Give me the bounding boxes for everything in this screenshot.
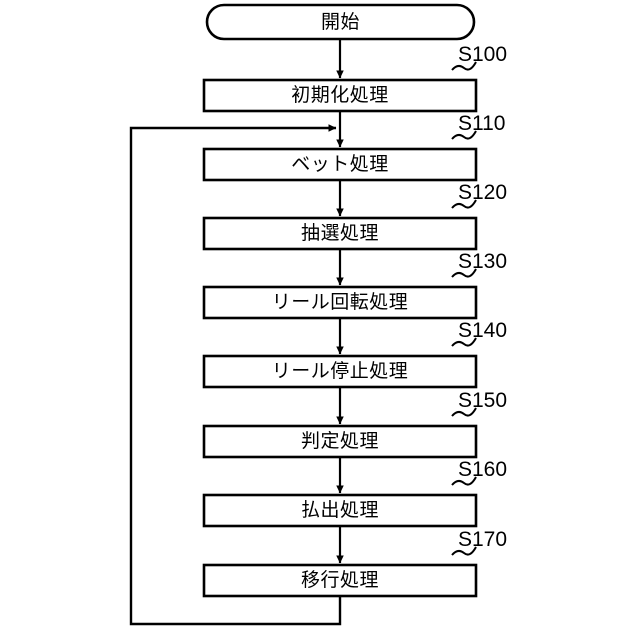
process-node-shape-4 (202, 354, 478, 389)
step-reference-S140: S140 (458, 319, 508, 342)
leader-line-S150 (451, 407, 477, 417)
leader-line-S100 (451, 61, 477, 71)
leader-line-S110 (451, 130, 477, 140)
step-reference-S100: S100 (458, 43, 508, 66)
leader-line-S160 (451, 476, 477, 486)
step-reference-S170: S170 (458, 528, 508, 551)
process-node-shape-3 (202, 285, 478, 320)
feedback-loop-path (129, 124, 342, 626)
step-reference-S160: S160 (458, 458, 508, 481)
process-node-shape-1 (202, 147, 478, 182)
step-reference-S120: S120 (458, 181, 508, 204)
leader-line-S140 (451, 337, 477, 347)
process-node-shape-2 (202, 216, 478, 251)
leader-line-S170 (451, 546, 477, 556)
process-node-shape-6 (202, 493, 478, 528)
process-node-shape-0 (202, 78, 478, 113)
step-reference-S150: S150 (458, 389, 508, 412)
step-reference-S130: S130 (458, 250, 508, 273)
step-reference-S110: S110 (458, 112, 506, 135)
leader-line-S130 (451, 268, 477, 278)
process-node-shape-5 (202, 424, 478, 459)
process-node-shape-7 (202, 563, 478, 598)
leader-line-S120 (451, 199, 477, 209)
start-node-shape (205, 3, 476, 41)
